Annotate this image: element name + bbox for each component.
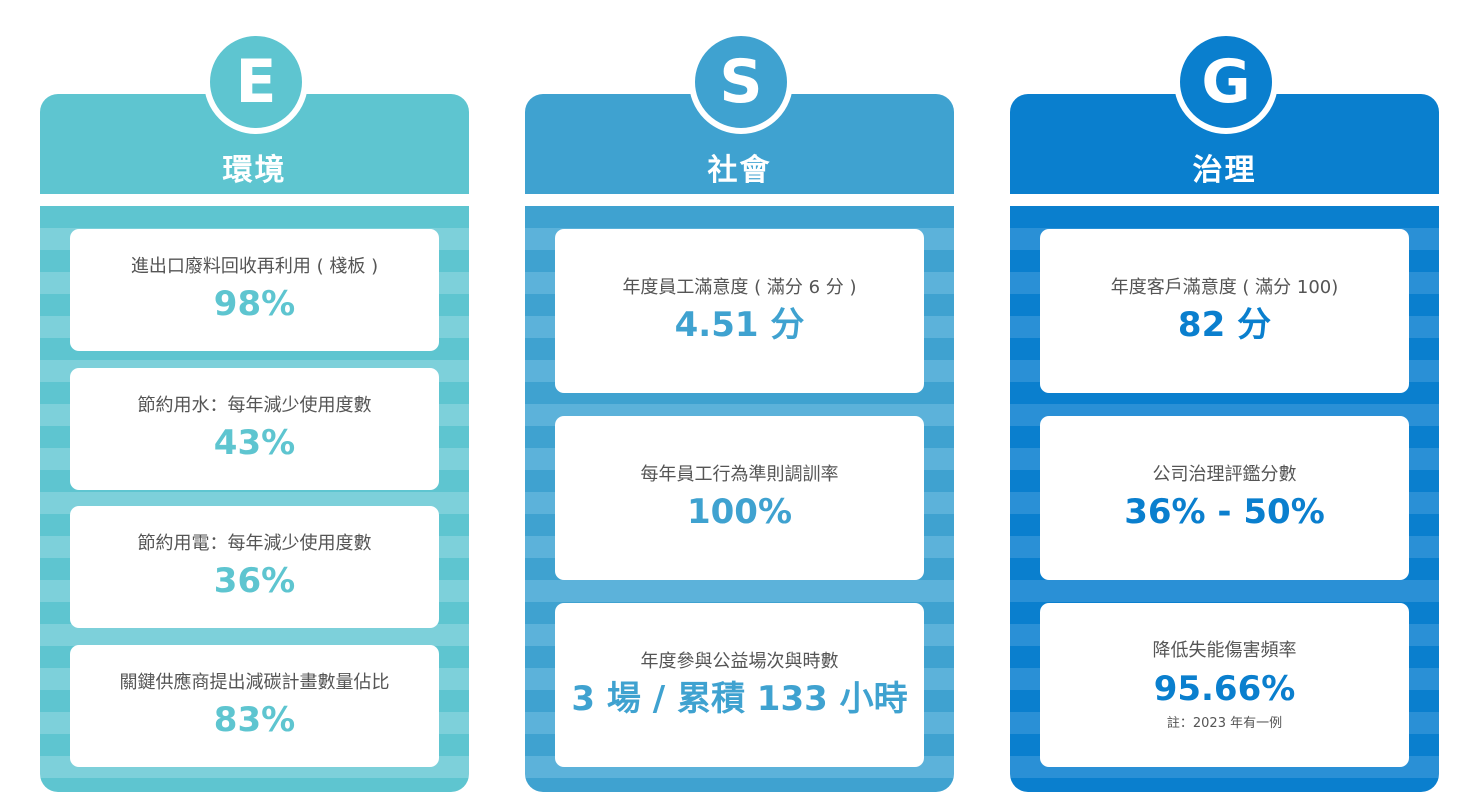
governance-heading: 治理 — [1192, 153, 1257, 188]
metric-card: 年度參與公益場次與時數 3 場 / 累積 133 小時 — [555, 603, 924, 767]
metric-value: 95.66% — [1153, 668, 1296, 709]
metric-card: 每年員工行為準則調訓率 100% — [555, 416, 924, 580]
metric-label: 年度員工滿意度 ( 滿分 6 分 ) — [622, 276, 857, 298]
metric-value: 82 分 — [1177, 305, 1272, 346]
metric-value: 4.51 分 — [674, 305, 805, 346]
metric-card: 關鍵供應商提出減碳計畫數量佔比 83% — [70, 645, 439, 767]
metric-label: 節約用水：每年減少使用度數 — [137, 394, 372, 416]
metric-label: 關鍵供應商提出減碳計畫數量佔比 — [119, 671, 390, 693]
metric-card: 進出口廢料回收再利用 ( 棧板 ) 98% — [70, 229, 439, 351]
metric-label: 年度客戶滿意度 ( 滿分 100) — [1110, 276, 1339, 298]
social-heading: 社會 — [707, 153, 772, 188]
metric-label: 進出口廢料回收再利用 ( 棧板 ) — [130, 255, 379, 277]
metric-label: 每年員工行為準則調訓率 — [640, 463, 839, 485]
metric-card: 公司治理評鑑分數 36% - 50% — [1040, 416, 1409, 580]
social-badge: S — [689, 30, 793, 134]
metric-note: 註：2023 年有一例 — [1166, 715, 1283, 731]
metric-value: 100% — [686, 492, 793, 533]
metric-card: 節約用水：每年減少使用度數 43% — [70, 368, 439, 490]
metric-label: 降低失能傷害頻率 — [1152, 640, 1297, 662]
social-column: S 社會 年度員工滿意度 ( 滿分 6 分 ) 4.51 分 每年員工行為準則調… — [525, 0, 954, 794]
governance-column: G 治理 年度客戶滿意度 ( 滿分 100) 82 分 公司治理評鑑分數 36%… — [1010, 0, 1439, 794]
metric-value: 3 場 / 累積 133 小時 — [571, 679, 908, 720]
metric-value: 43% — [213, 423, 296, 464]
metric-label: 節約用電：每年減少使用度數 — [137, 532, 372, 554]
metric-card: 年度員工滿意度 ( 滿分 6 分 ) 4.51 分 — [555, 229, 924, 393]
metric-label: 年度參與公益場次與時數 — [640, 650, 839, 672]
metric-card: 節約用電：每年減少使用度數 36% — [70, 506, 439, 628]
environment-heading: 環境 — [222, 153, 287, 188]
metric-value: 36% - 50% — [1124, 492, 1325, 533]
metric-card: 年度客戶滿意度 ( 滿分 100) 82 分 — [1040, 229, 1409, 393]
metric-label: 公司治理評鑑分數 — [1152, 463, 1297, 485]
environment-column: E 環境 進出口廢料回收再利用 ( 棧板 ) 98% 節約用水：每年減少使用度數… — [40, 0, 469, 794]
metric-value: 83% — [213, 700, 296, 741]
metric-card: 降低失能傷害頻率 95.66% 註：2023 年有一例 — [1040, 603, 1409, 767]
environment-badge: E — [204, 30, 308, 134]
metric-value: 36% — [213, 561, 296, 602]
metric-value: 98% — [213, 284, 296, 325]
governance-badge: G — [1174, 30, 1278, 134]
